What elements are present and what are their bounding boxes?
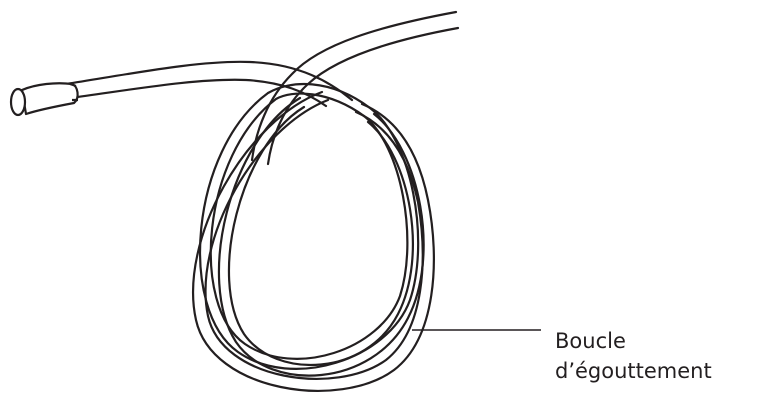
cable-coil-middle-edge: [229, 107, 413, 365]
cable-right-bottom: [268, 28, 458, 164]
connector-end: [11, 89, 25, 115]
cable-left-bottom: [70, 80, 326, 106]
callout-label-line2: d’égouttement: [555, 356, 712, 386]
connector-sleeve: [22, 83, 78, 114]
cable-coil-middle: [219, 98, 424, 376]
callout-label-line1: Boucle: [555, 326, 712, 356]
callout-label: Boucle d’égouttement: [555, 326, 712, 386]
